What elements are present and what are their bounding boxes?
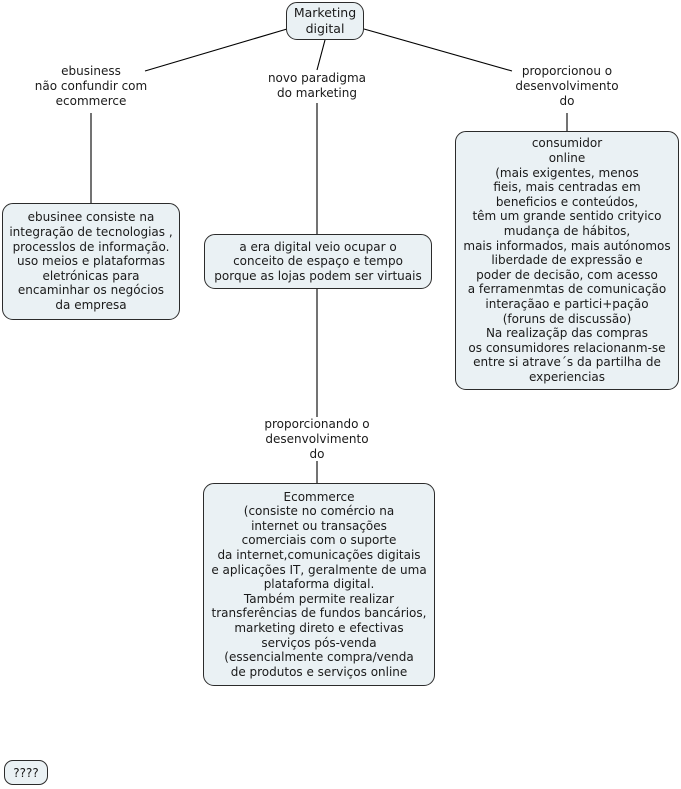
node-consumidor-online[interactable]: consumidor online (mais exigentes, menos…	[455, 131, 679, 390]
node-era-digital[interactable]: a era digital veio ocupar o conceito de …	[204, 234, 432, 289]
edge-label-proporcionou: proporcionou o desenvolvimento do	[515, 64, 619, 108]
node-unknown-placeholder[interactable]: ????	[4, 760, 48, 785]
edge-root-to-left-label	[144, 28, 288, 72]
edge-label-ebusiness-branch: ebusiness não confundir com ecommerce	[34, 64, 148, 108]
edge-label-novo-paradigma: novo paradigma do marketing	[267, 71, 367, 100]
edge-root-to-right-label	[363, 28, 513, 72]
edge-label-proporcionando: proporcionando o desenvolvimento do	[264, 417, 370, 461]
node-ecommerce-definition[interactable]: Ecommerce (consiste no comércio na inter…	[203, 483, 435, 686]
node-marketing-digital[interactable]: Marketing digital	[286, 2, 364, 40]
node-ebusiness-definition[interactable]: ebusinee consiste na integração de tecno…	[2, 203, 180, 320]
edge-root-to-center-label	[316, 39, 326, 71]
